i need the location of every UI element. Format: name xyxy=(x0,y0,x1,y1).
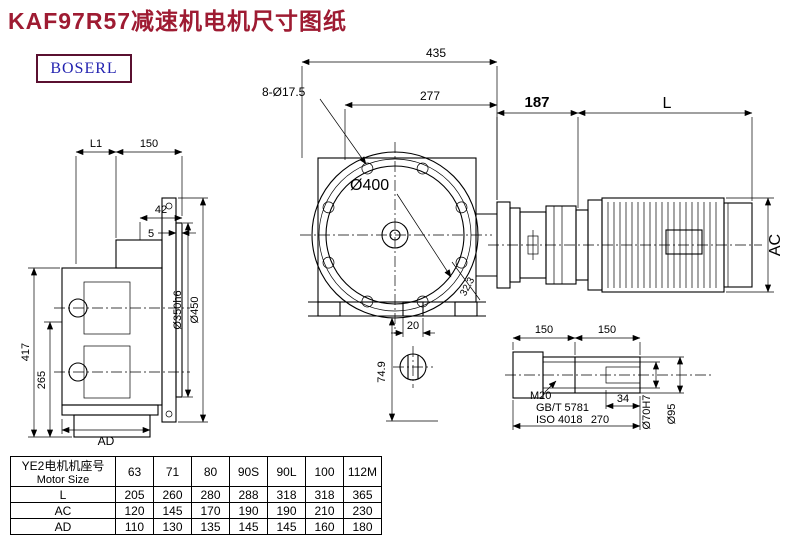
dim-350h6: Ø350h6 xyxy=(172,290,184,329)
table-cell-size: 90L xyxy=(267,456,306,487)
motor-nameplate xyxy=(665,229,703,255)
table-cell: 230 xyxy=(343,502,382,519)
dim-187: 187 xyxy=(524,94,549,111)
motor-size-table: YE2电机机座号 Motor Size 63 71 80 90S 90L 100… xyxy=(10,456,382,535)
table-cell: 190 xyxy=(267,502,306,519)
foot-right xyxy=(454,301,478,317)
dim-L: L xyxy=(663,95,672,112)
dim-5: 5 xyxy=(148,228,154,240)
motor-fins xyxy=(607,202,717,288)
dim-L1: L1 xyxy=(90,138,102,150)
table-cell: 145 xyxy=(229,518,268,535)
table-cell: 288 xyxy=(229,486,268,503)
table-cell: 205 xyxy=(115,486,154,503)
dim-400: Ø400 xyxy=(350,177,389,194)
dim-150: 150 xyxy=(140,138,158,150)
table-cell: 318 xyxy=(267,486,306,503)
table-cell-size: 90S xyxy=(229,456,268,487)
table-row: AC 120 145 170 190 190 210 230 xyxy=(10,502,382,519)
dim-435: 435 xyxy=(426,46,446,60)
brand-logo: BOSERL xyxy=(36,54,132,83)
dim-270: 270 xyxy=(591,414,609,426)
table-cell: 210 xyxy=(305,502,344,519)
table-cell: 145 xyxy=(153,502,192,519)
flange-bolt-hole-bottom xyxy=(165,410,173,418)
front-view: 435 277 8-Ø17.5 Ø400 20 74.9 32.3 xyxy=(262,46,498,422)
dim-AC: AC xyxy=(767,234,784,256)
table-cell: 180 xyxy=(343,518,382,535)
standard-gbt: GB/T 5781 xyxy=(536,402,589,414)
row-label: L xyxy=(10,486,116,503)
fan-cover xyxy=(723,202,753,288)
table-cell-size: 63 xyxy=(115,456,154,487)
table-cell: 190 xyxy=(229,502,268,519)
side-view-body xyxy=(54,197,190,438)
table-cell: 280 xyxy=(191,486,230,503)
table-cell-size: 112M xyxy=(343,456,382,487)
dim-32-3: 32.3 xyxy=(458,275,477,298)
dim-150b: 150 xyxy=(598,324,616,336)
side-view: L1 150 42 5 417 265 AD Ø350h6 xyxy=(20,138,208,448)
table-cell: 145 xyxy=(267,518,306,535)
flange-bolt-hole-top xyxy=(165,202,173,210)
side-view-dimensions: L1 150 42 5 417 265 AD Ø350h6 xyxy=(20,138,208,448)
gear-housing-foot xyxy=(61,404,159,416)
dim-265: 265 xyxy=(36,371,48,389)
standard-iso: ISO 4018 xyxy=(536,414,582,426)
table-row: AD 110 130 135 145 145 160 180 xyxy=(10,518,382,535)
dim-20: 20 xyxy=(407,320,419,332)
table-cell: 365 xyxy=(343,486,382,503)
dim-277: 277 xyxy=(420,89,440,103)
table-cell: 110 xyxy=(115,518,154,535)
table-row: L 205 260 280 288 318 318 365 xyxy=(10,486,382,503)
row-label: AC xyxy=(10,502,116,519)
flange-spigot xyxy=(175,222,183,398)
foot-left xyxy=(317,301,341,317)
page: { "page": { "title": "KAF97R57减速机电机尺寸图纸"… xyxy=(8,8,784,535)
thread-bore xyxy=(605,366,641,384)
dim-74-9: 74.9 xyxy=(376,361,388,382)
table-header-cn: YE2电机机座号 xyxy=(21,459,105,473)
dim-95: Ø95 xyxy=(666,404,678,425)
dim-34: 34 xyxy=(617,393,629,405)
table-cell: 260 xyxy=(153,486,192,503)
page-title: KAF97R57减速机电机尺寸图纸 xyxy=(8,8,348,34)
shaft-detail-dimensions: 150 150 M20 GB/T 5781 ISO 4018 34 270 Ø7… xyxy=(512,324,684,430)
motor-body xyxy=(488,197,762,293)
dim-42: 42 xyxy=(155,204,167,216)
front-view-dimensions: 435 277 8-Ø17.5 Ø400 20 74.9 32.3 xyxy=(262,46,498,422)
dim-417: 417 xyxy=(20,343,32,361)
shaft-detail: 150 150 M20 GB/T 5781 ISO 4018 34 270 Ø7… xyxy=(505,324,714,430)
table-cell: 318 xyxy=(305,486,344,503)
table-cell: 120 xyxy=(115,502,154,519)
technical-drawing: L1 150 42 5 417 265 AD Ø350h6 xyxy=(20,46,784,448)
dim-70H7: Ø70H7 xyxy=(641,395,653,430)
table-header-motor-size: YE2电机机座号 Motor Size xyxy=(10,456,116,487)
table-cell-size: 80 xyxy=(191,456,230,487)
dim-150a: 150 xyxy=(535,324,553,336)
table-header-row: YE2电机机座号 Motor Size 63 71 80 90S 90L 100… xyxy=(10,456,382,487)
motor-view: 187 L AC xyxy=(488,94,784,293)
gear-housing-outline xyxy=(61,267,163,406)
row-label: AD xyxy=(10,518,116,535)
table-cell-size: 71 xyxy=(153,456,192,487)
dim-450: Ø450 xyxy=(189,297,201,324)
dim-AD: AD xyxy=(98,434,115,448)
motor-view-dimensions: 187 L AC xyxy=(496,94,784,293)
table-cell-size: 100 xyxy=(305,456,344,487)
dim-bolt-holes: 8-Ø17.5 xyxy=(262,85,306,99)
table-header-en: Motor Size xyxy=(36,474,90,486)
table-cell: 135 xyxy=(191,518,230,535)
gear-housing-upper xyxy=(115,239,163,269)
table-cell: 160 xyxy=(305,518,344,535)
table-cell: 130 xyxy=(153,518,192,535)
table-cell: 170 xyxy=(191,502,230,519)
front-view-body xyxy=(300,142,497,388)
dim-M20: M20 xyxy=(530,390,551,402)
